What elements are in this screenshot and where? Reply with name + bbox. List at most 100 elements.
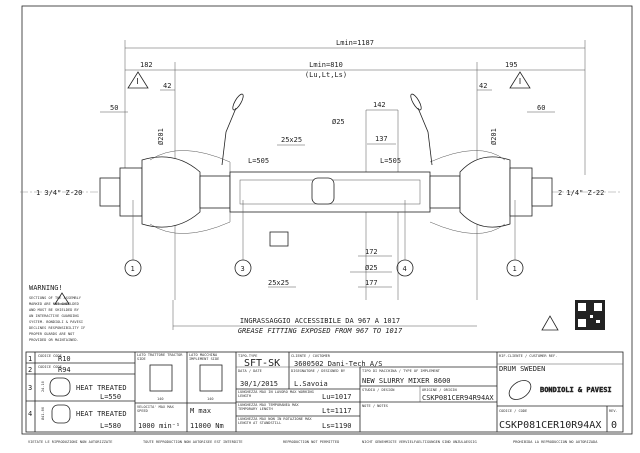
shaft-note: HEAT TREATED	[76, 410, 127, 418]
dim-left-diameter: Ø201	[157, 128, 165, 145]
warning-triangle-icon	[127, 71, 149, 89]
customer: 3600502 Dani-Tech A/S	[294, 360, 383, 368]
callout-label: 3	[241, 265, 245, 273]
dim-177: 177	[365, 279, 378, 287]
tractor-side-dimension: 140	[157, 397, 164, 401]
max-temporary-length: Lt=1117	[322, 407, 352, 415]
shaft-dimension: Ø41.80	[40, 407, 45, 420]
left-cv-joint	[141, 156, 201, 228]
warning-line: MARKED ARE NOT SHIELDED	[29, 302, 79, 306]
customer-ref-label: RIF.CLIENTE / CUSTOMER REF.	[499, 354, 557, 358]
part-code-2: R94	[58, 366, 71, 374]
max-speed: 1000 min⁻¹	[138, 422, 180, 430]
row-number: 1	[28, 355, 32, 363]
max-speed-label: VELOCITA' MAX MAX SPEED	[137, 405, 174, 414]
revision-label: REV.	[609, 409, 618, 413]
warning-line: SECTIONS OF THE ASSEMBLY	[29, 296, 82, 300]
dimension-lines	[100, 40, 586, 330]
row-number: 4	[28, 410, 32, 418]
implement-side-cross-icon	[199, 364, 223, 392]
dimension-labels: Lmin=1187 Lmin=810 (Lu,Lt,Ls) 182 195 42…	[36, 39, 604, 335]
dim-left-42: 42	[163, 82, 171, 90]
shaft-length: L=580	[100, 422, 121, 430]
left-yoke-hub	[99, 177, 121, 207]
tube-profile-section	[311, 177, 335, 205]
right-cv-joint	[459, 156, 511, 228]
code-label: CODICE / CODE	[499, 409, 527, 413]
max-standstill-length-label: LUNGHEZZA MAX NON IN ROTAZIONE MAX LENGT…	[238, 417, 312, 426]
tube-length: L=550	[100, 393, 121, 401]
dim-lmin-tube: Lmin=810	[309, 61, 343, 69]
right-safety-chain	[417, 107, 433, 166]
max-standstill-length: Ls=1190	[322, 422, 352, 430]
part-code-1: R10	[58, 355, 71, 363]
implement-side-label: LATO MACCHINA IMPLEMENT SIDE	[189, 353, 220, 362]
warning-title: WARNING!	[29, 284, 63, 292]
max-torque: 11000 Nm	[190, 422, 224, 430]
dim-profile-bottom: 25x25	[268, 279, 289, 287]
dim-dia-bottom: Ø25	[365, 264, 378, 272]
origin-code: CSKP081CER94R94AX	[422, 394, 494, 402]
callout-label: 1	[513, 265, 517, 273]
dim-left-50: 50	[110, 104, 118, 112]
implement-type-label: TIPO DI MACCHINA / TYPE OF IMPLEMENT	[362, 369, 441, 373]
drawing-date: 30/1/2015	[240, 380, 278, 388]
customer-label: CLIENTE / CUSTOMER	[291, 354, 331, 358]
footer-text: NICHT GENEHMIGTE VERVIELFAELTIGUNGEN SIN…	[362, 440, 477, 444]
drawing-code: CSKP081CER10R94AX	[499, 420, 601, 431]
left-spline-spec: 1 3/4" Z-20	[36, 189, 82, 197]
dim-right-shield: L=505	[380, 157, 401, 165]
implement-side-dimension: 140	[207, 397, 214, 401]
origin-label: ORIGINE / ORIGIN	[422, 388, 457, 392]
footer-text: REPRODUCTION NOT PERMITTED	[283, 440, 339, 444]
implement-type: NEW SLURRY MIXER 8600	[362, 377, 451, 385]
dim-profile-top: 25x25	[281, 136, 302, 144]
dim-left-overhang: 182	[140, 61, 153, 69]
warning-triangle-icon	[541, 315, 559, 331]
row-code-label: CODICE CODE	[38, 365, 62, 369]
dim-right-overhang: 195	[505, 61, 518, 69]
row-code-label: CODICE CODE	[38, 354, 62, 358]
designer: L.Savoia	[294, 380, 328, 388]
grease-note-it: INGRASSAGGIO ACCESSIBILE DA 967 A 1017	[240, 317, 400, 325]
right-yoke-hub	[531, 177, 553, 207]
max-temporary-length-label: LUNGHEZZA MAX TEMPORANEA MAX TEMPORARY L…	[238, 403, 299, 412]
dim-142: 142	[373, 101, 386, 109]
dim-right-diameter: Ø201	[490, 128, 498, 145]
shaft-type: SFT-SK	[244, 358, 280, 369]
warning-note: WARNING! SECTIONS OF THE ASSEMBLY MARKED…	[29, 284, 85, 342]
designer-label: DISEGNATORE / DESIGNED BY	[291, 369, 346, 373]
notes-label: NOTE / NOTES	[362, 404, 388, 408]
dim-right-42: 42	[479, 82, 487, 90]
dim-lengths-ref: (Lu,Lt,Ls)	[305, 71, 347, 79]
tube-note: HEAT TREATED	[76, 384, 127, 392]
tractor-side-cross-icon	[149, 364, 173, 392]
grease-note-en: GREASE FITTING EXPOSED FROM 967 TO 1017	[238, 327, 403, 335]
shaft-profile-icon	[51, 404, 71, 424]
dim-172: 172	[365, 248, 378, 256]
warning-line: PROPER GUARDS ARE NOT	[29, 332, 75, 336]
max-working-length: Lu=1017	[322, 393, 352, 401]
drawing-frame	[21, 5, 633, 435]
logo-text: BONDIOLI & PAVESI	[540, 386, 612, 394]
warning-line: AND MUST BE SHIELDED BY	[29, 308, 80, 312]
callout-label: 4	[403, 265, 407, 273]
warning-triangle-icon	[509, 71, 531, 89]
row-number: 3	[28, 384, 32, 392]
customer-ref: DRUM SWEDEN	[499, 365, 545, 373]
design-label: STUDIO / DESIGN	[362, 388, 394, 392]
footer-notice: VIETATE LE RIPRODUZIONI NON AUTORIZZATE …	[28, 440, 598, 444]
dim-left-shield: L=505	[248, 157, 269, 165]
title-block: 1 CODICE CODE R10 2 CODICE CODE R94 3 24…	[25, 351, 624, 433]
dim-right-60: 60	[537, 104, 545, 112]
dim-137: 137	[375, 135, 388, 143]
tube-profile-icon	[49, 377, 71, 397]
max-working-length-label: LUNGHEZZA MAX IN LAVORO MAX WORKING LENG…	[238, 390, 314, 399]
right-spline-spec: 2 1/4" Z-22	[558, 189, 604, 197]
max-torque-label: M max	[190, 407, 211, 415]
warning-line: AN INTERACTIVE GUARDING	[29, 314, 79, 318]
row-number: 2	[28, 366, 32, 374]
warning-line: SYSTEM. BONDIOLI & PAVESI	[29, 320, 83, 324]
left-safety-chain	[221, 107, 237, 166]
